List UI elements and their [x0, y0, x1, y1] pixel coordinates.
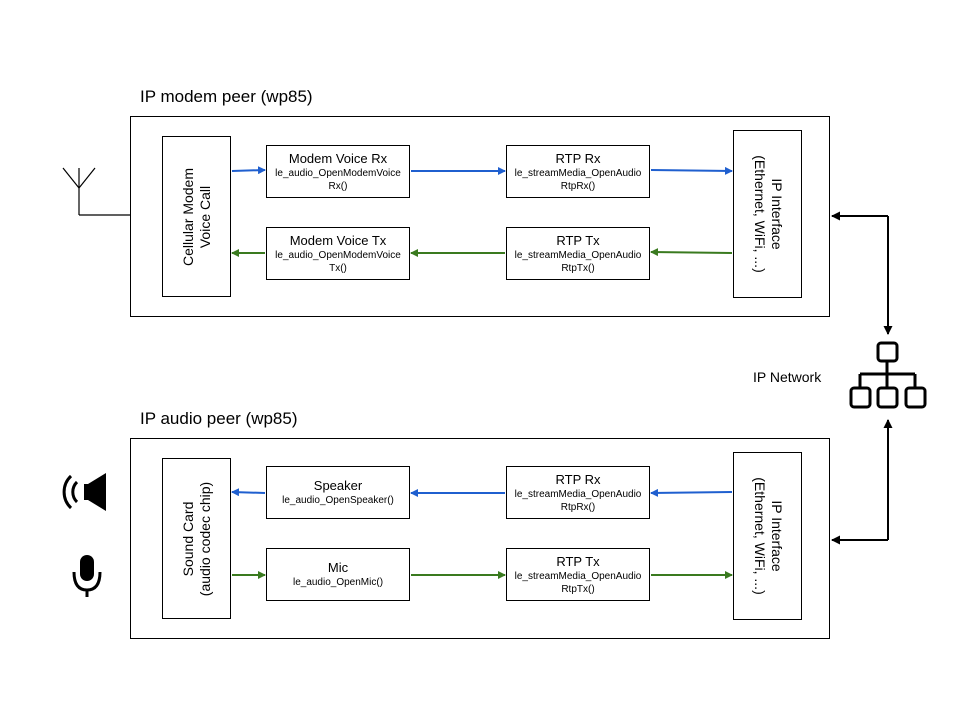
speaker-box: Speaker le_audio_OpenSpeaker(): [266, 466, 410, 519]
network-connectors: [831, 211, 893, 545]
audio-rtp-tx-fn: le_streamMedia_OpenAudioRtpTx(): [514, 570, 642, 595]
modem-voice-rx-fn: le_audio_OpenModemVoiceRx(): [275, 167, 401, 192]
arrow-cellular-to-modem-voice-rx: [231, 166, 266, 175]
network-hierarchy-icon: [849, 341, 927, 409]
modem-peer-title: IP modem peer (wp85): [140, 87, 313, 106]
audio-rtp-tx-box: RTP Tx le_streamMedia_OpenAudioRtpTx(): [506, 548, 650, 601]
audio-peer-frame: [130, 438, 830, 639]
modem-rtp-rx-box: RTP Rx le_streamMedia_OpenAudioRtpRx(): [506, 145, 650, 198]
modem-voice-rx-box: Modem Voice Rx le_audio_OpenModemVoiceRx…: [266, 145, 410, 198]
speaker-icon: [62, 473, 106, 511]
modem-rtp-tx-box: RTP Tx le_streamMedia_OpenAudioRtpTx(): [506, 227, 650, 280]
cellular-modem-box: Cellular Modem Voice Call: [162, 136, 231, 297]
speaker-fn: le_audio_OpenSpeaker(): [282, 495, 394, 506]
modem-voice-tx-box: Modem Voice Tx le_audio_OpenModemVoiceTx…: [266, 227, 410, 280]
mic-fn: le_audio_OpenMic(): [292, 577, 384, 588]
audio-rtp-tx-title: RTP Tx: [556, 553, 600, 569]
sound-card-box: Sound Card (audio codec chip): [162, 458, 231, 619]
modem-rtp-tx-title: RTP Tx: [556, 232, 600, 248]
modem-ip-interface-box: IP Interface (Ethernet, WiFi, ...): [733, 130, 802, 298]
arrow-ip-interface-to-rtp-tx: [650, 248, 733, 257]
modem-voice-tx-fn: le_audio_OpenModemVoiceTx(): [275, 249, 401, 274]
audio-peer-title: IP audio peer (wp85): [140, 409, 298, 428]
mic-title: Mic: [327, 560, 349, 575]
modem-rtp-rx-title: RTP Rx: [555, 150, 601, 166]
modem-voice-rx-title: Modem Voice Rx: [288, 150, 388, 166]
mic-box: Mic le_audio_OpenMic(): [266, 548, 410, 601]
audio-ip-interface-box: IP Interface (Ethernet, WiFi, ...): [733, 452, 802, 620]
speaker-title: Speaker: [313, 478, 363, 493]
modem-rtp-tx-fn: le_streamMedia_OpenAudioRtpTx(): [514, 249, 642, 274]
arrow-rtp-rx-to-ip-interface: [650, 166, 733, 175]
audio-rtp-rx-box: RTP Rx le_streamMedia_OpenAudioRtpRx(): [506, 466, 650, 519]
antenna-icon: [62, 167, 130, 216]
modem-rtp-rx-fn: le_streamMedia_OpenAudioRtpRx(): [514, 167, 642, 192]
modem-voice-tx-title: Modem Voice Tx: [289, 232, 387, 248]
ip-network-label: IP Network: [753, 369, 822, 385]
microphone-icon: [72, 555, 102, 597]
modem-peer-frame: [130, 116, 830, 317]
audio-rtp-rx-title: RTP Rx: [555, 471, 601, 487]
arrow-ip-interface-to-audio-rtp-rx: [650, 488, 733, 497]
arrow-speaker-to-sound-card: [231, 488, 266, 497]
audio-rtp-rx-fn: le_streamMedia_OpenAudioRtpRx(): [514, 488, 642, 513]
